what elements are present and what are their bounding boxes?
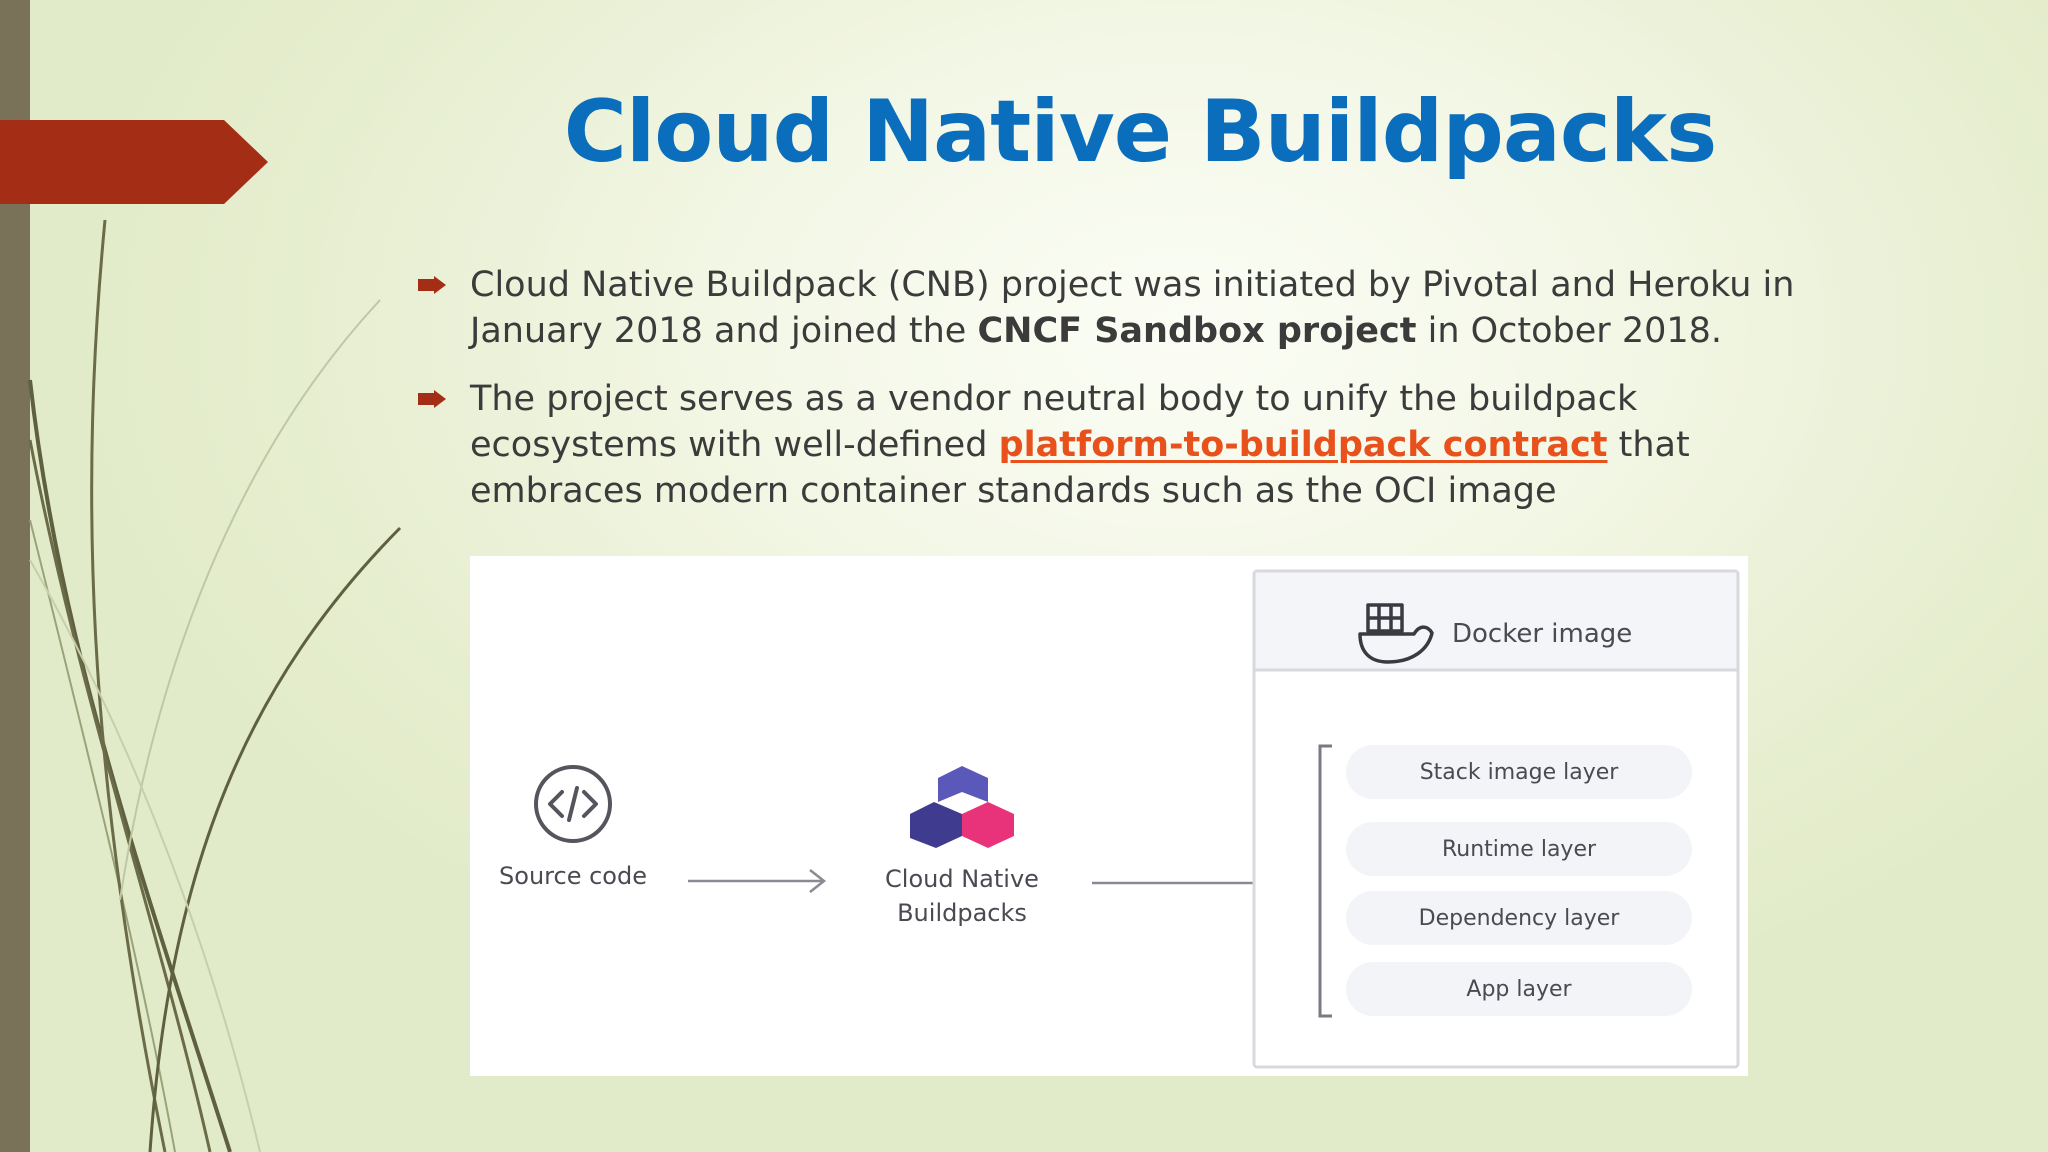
bullet-arrow-icon bbox=[418, 390, 446, 408]
layer-dependency: Dependency layer bbox=[1346, 891, 1692, 945]
cnb-label-line-1: Cloud Native bbox=[885, 865, 1039, 893]
cnb-label-line-2: Buildpacks bbox=[897, 899, 1027, 927]
bullet-item-project-purpose: The project serves as a vendor neutral b… bbox=[412, 376, 1812, 514]
cnb-logo-icon bbox=[910, 766, 1014, 848]
bullet-text: that embraces modern container standards… bbox=[470, 425, 1690, 511]
bullet-text: in October 2018. bbox=[1416, 311, 1723, 351]
layer-app: App layer bbox=[1346, 962, 1692, 1016]
bullet-item-cnb-history: Cloud Native Buildpack (CNB) project was… bbox=[412, 262, 1812, 354]
arrow-source-to-cnb bbox=[688, 869, 827, 893]
layer-stack-image: Stack image layer bbox=[1346, 745, 1692, 799]
cnb-label: Cloud Native Buildpacks bbox=[850, 862, 1074, 930]
bullet-text: The project serves as a vendor neutral b… bbox=[470, 379, 1638, 465]
contract-link[interactable]: platform-to-buildpack contract bbox=[998, 425, 1608, 465]
layer-runtime: Runtime layer bbox=[1346, 822, 1692, 876]
bullet-text: Cloud Native Buildpack (CNB) project was… bbox=[470, 265, 1795, 351]
layers-bracket bbox=[1318, 744, 1332, 1018]
bullet-list: Cloud Native Buildpack (CNB) project was… bbox=[412, 262, 1812, 536]
buildpacks-diagram: Source code Cloud Native Buildpacks Dock… bbox=[470, 556, 1748, 1076]
docker-whale-icon bbox=[1358, 603, 1434, 664]
code-icon bbox=[534, 765, 612, 843]
decorative-grass-stems bbox=[28, 219, 402, 1152]
bullet-arrow-icon bbox=[418, 276, 446, 294]
bullet-bold-text: CNCF Sandbox project bbox=[977, 311, 1417, 351]
docker-image-label: Docker image bbox=[1452, 619, 1633, 649]
red-arrow-tag bbox=[0, 120, 268, 204]
slide-title: Cloud Native Buildpacks bbox=[563, 82, 1718, 182]
source-code-label: Source code bbox=[499, 862, 647, 890]
